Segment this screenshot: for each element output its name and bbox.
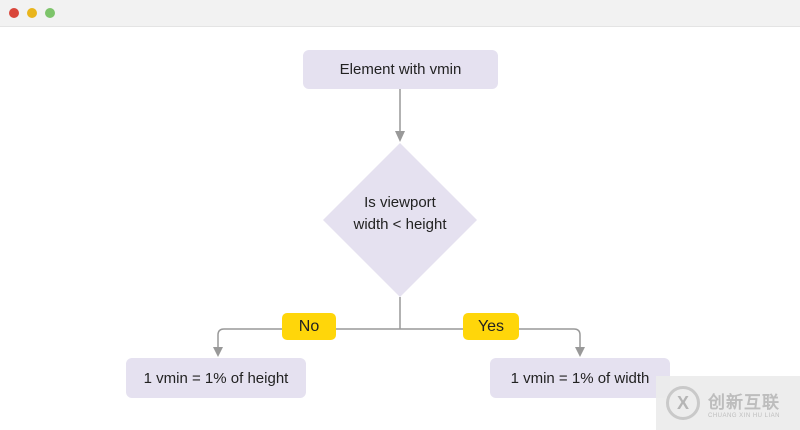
arrowhead-to-yes-result <box>575 347 585 357</box>
watermark-logo-icon: X <box>666 386 700 420</box>
start-node-label: Element with vmin <box>339 61 462 78</box>
watermark-text-cn: 创新互联 <box>708 392 780 412</box>
no-branch-tag: No <box>282 313 336 340</box>
start-node: Element with vmin <box>303 50 498 89</box>
decision-line-2: width < height <box>353 216 447 233</box>
decision-node-label: Is viewport width < height <box>322 190 478 238</box>
arrowhead-to-decision <box>395 131 405 142</box>
no-result-node: 1 vmin = 1% of height <box>126 358 306 398</box>
yes-branch-label: Yes <box>477 317 505 335</box>
watermark-text-en: CHUANG XIN HU LIAN <box>708 412 781 419</box>
maximize-window-button[interactable] <box>45 8 55 18</box>
close-window-button[interactable] <box>9 8 19 18</box>
watermark: X 创新互联 CHUANG XIN HU LIAN <box>656 376 800 430</box>
window-titlebar <box>0 0 800 27</box>
decision-line-1: Is viewport <box>364 194 436 211</box>
decision-diamond <box>323 143 477 297</box>
yes-result-label: 1 vmin = 1% of width <box>510 369 650 387</box>
watermark-text: 创新互联 CHUANG XIN HU LIAN <box>708 388 780 419</box>
minimize-window-button[interactable] <box>27 8 37 18</box>
arrowhead-to-no-result <box>213 347 223 357</box>
no-result-label: 1 vmin = 1% of height <box>143 369 289 387</box>
watermark-logo-glyph: X <box>676 392 689 413</box>
yes-result-node: 1 vmin = 1% of width <box>490 358 670 398</box>
connector-no-branch <box>217 328 400 349</box>
connector-yes-branch <box>400 328 581 349</box>
no-branch-label: No <box>298 317 320 335</box>
yes-branch-tag: Yes <box>463 313 519 340</box>
